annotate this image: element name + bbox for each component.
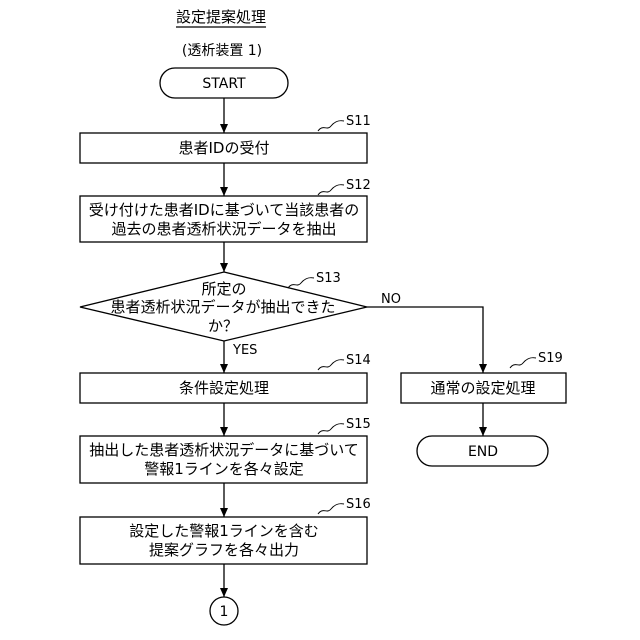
step-leader-line bbox=[318, 504, 344, 514]
step-s14: 条件設定処理 S14 bbox=[80, 353, 371, 403]
step-leader-line bbox=[318, 360, 344, 370]
connector-label: 1 bbox=[220, 604, 229, 620]
decision-text-line1: 所定の bbox=[201, 280, 246, 298]
process-text-line2: 提案グラフを各々出力 bbox=[149, 541, 299, 559]
step-id-label: S13 bbox=[316, 271, 341, 286]
process-text: 条件設定処理 bbox=[179, 379, 269, 397]
step-leader-line bbox=[510, 358, 536, 368]
process-text-line1: 設定した警報1ラインを含む bbox=[129, 522, 319, 540]
step-s15: 抽出した患者透析状況データに基づいて 警報1ラインを各々設定 S15 bbox=[80, 417, 371, 483]
diagram-title: 設定提案処理 bbox=[176, 8, 266, 26]
process-text-line1: 抽出した患者透析状況データに基づいて bbox=[89, 441, 359, 459]
process-text-line2: 過去の患者透析状況データを抽出 bbox=[111, 220, 336, 238]
step-id-label: S15 bbox=[346, 417, 371, 432]
step-leader-line bbox=[318, 185, 344, 195]
branch-label-yes: YES bbox=[232, 343, 257, 358]
end-label: END bbox=[468, 444, 498, 460]
decision-text-line2: 患者透析状況データが抽出できた bbox=[110, 298, 335, 316]
branch-label-no: NO bbox=[381, 292, 401, 307]
step-s12: 受け付けた患者IDに基づいて当該患者の 過去の患者透析状況データを抽出 S12 bbox=[80, 178, 371, 242]
process-text-line1: 受け付けた患者IDに基づいて当該患者の bbox=[89, 201, 360, 219]
step-id-label: S11 bbox=[346, 114, 371, 129]
decision-text-line3: か？ bbox=[208, 317, 238, 335]
process-text: 通常の設定処理 bbox=[430, 379, 535, 397]
start-label: START bbox=[202, 76, 246, 92]
arrow-s13-no-to-s19 bbox=[367, 307, 483, 373]
step-s16: 設定した警報1ラインを含む 提案グラフを各々出力 S16 bbox=[80, 497, 371, 564]
process-text-line2: 警報1ラインを各々設定 bbox=[144, 460, 304, 478]
step-s11: 患者IDの受付 S11 bbox=[80, 114, 371, 163]
step-leader-line bbox=[288, 278, 314, 288]
step-leader-line bbox=[318, 121, 344, 131]
end-terminal: END bbox=[417, 436, 548, 466]
page-connector: 1 bbox=[210, 597, 238, 625]
process-text: 患者IDの受付 bbox=[179, 139, 270, 157]
start-terminal: START bbox=[160, 68, 288, 98]
diagram-header: 設定提案処理 (透析装置 1) bbox=[176, 8, 266, 59]
step-s13-decision: 所定の 患者透析状況データが抽出できた か？ S13 NO YES bbox=[80, 271, 401, 358]
step-id-label: S19 bbox=[538, 351, 563, 366]
step-id-label: S12 bbox=[346, 178, 371, 193]
diagram-subtitle: (透析装置 1) bbox=[182, 43, 262, 59]
step-id-label: S14 bbox=[346, 353, 371, 368]
step-id-label: S16 bbox=[346, 497, 371, 512]
step-leader-line bbox=[318, 424, 344, 434]
